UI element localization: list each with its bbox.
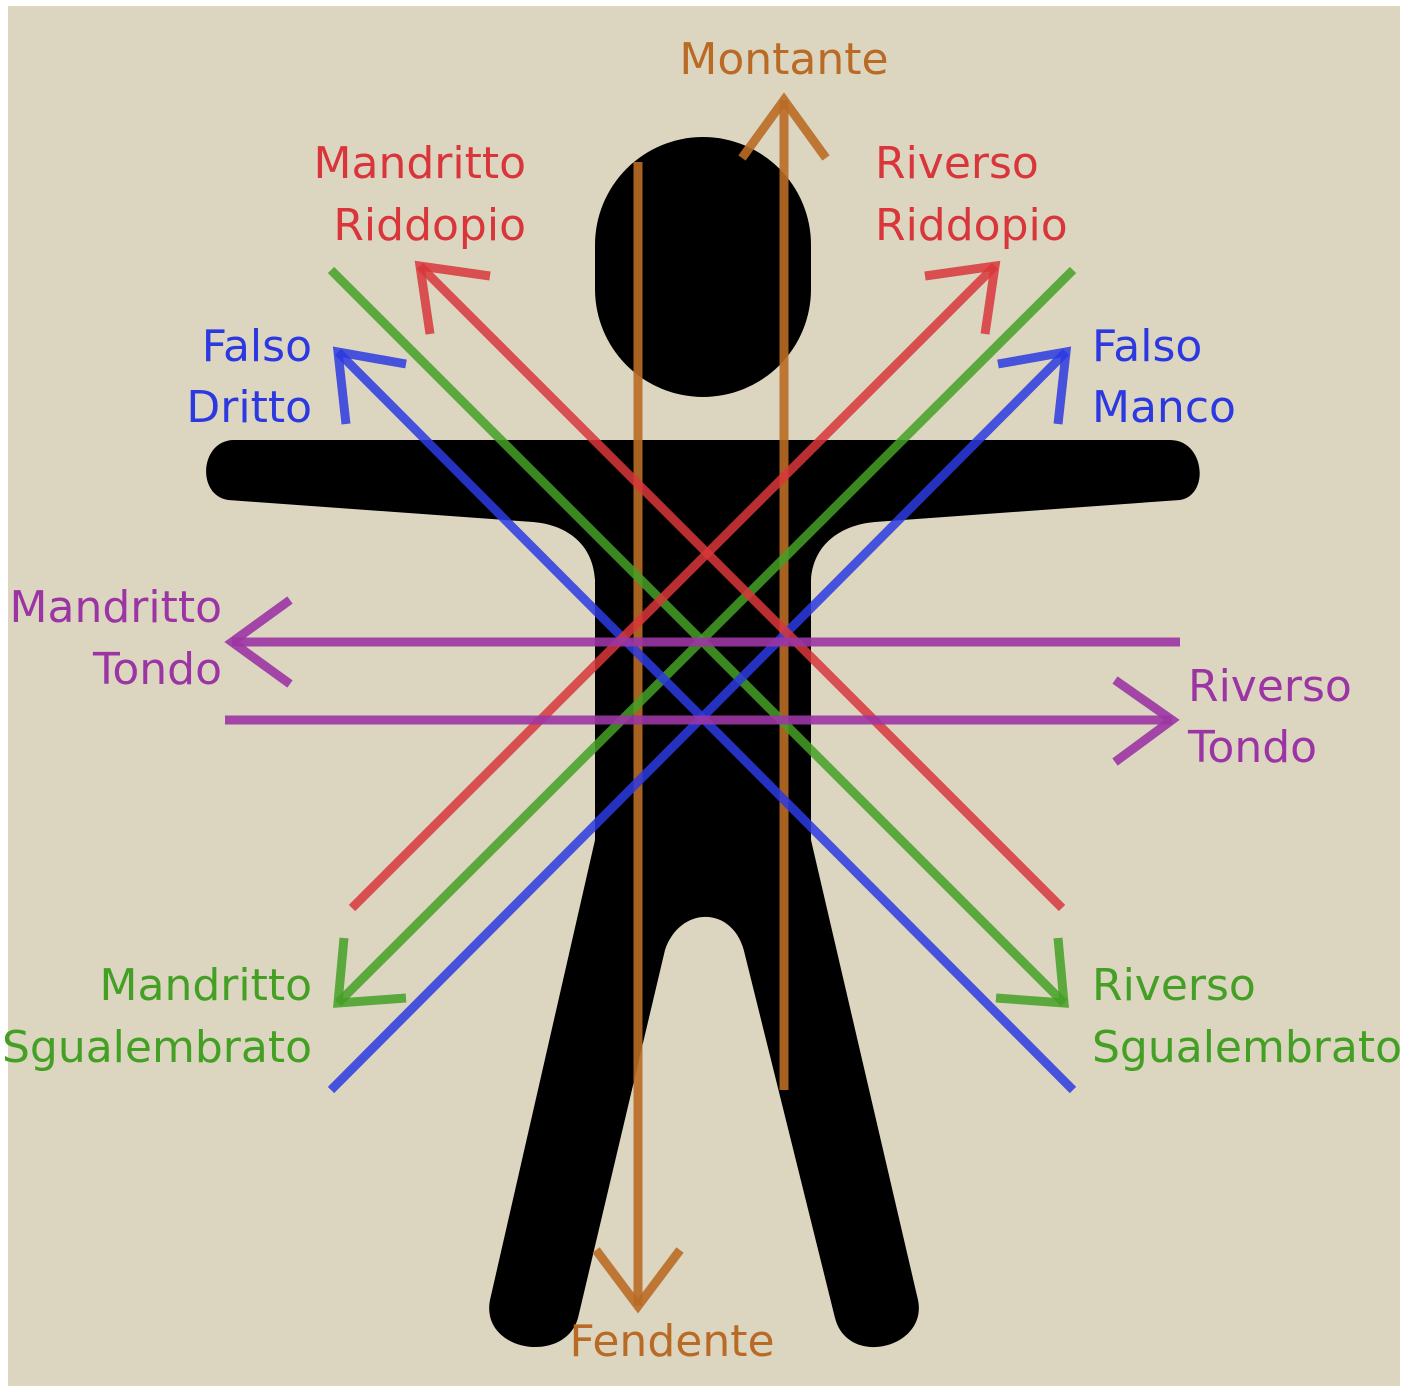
riverso-tondo-label-line2: Tondo: [1187, 722, 1317, 773]
riverso-riddopio-label-line2: Riddopio: [875, 200, 1068, 251]
falso-manco-label-line2: Manco: [1092, 382, 1236, 433]
riverso-riddopio-label-line1: Riverso: [875, 138, 1039, 189]
falso-manco-label-line1: Falso: [1092, 321, 1202, 372]
riverso-sgualembrato-label-line1: Riverso: [1092, 960, 1256, 1011]
figure-head: [595, 137, 811, 397]
mandritto-sgualembrato-label-line2: Sgualembrato: [2, 1022, 312, 1073]
fendente-label: Fendente: [569, 1316, 774, 1367]
mandritto-riddopio-label-line2: Riddopio: [333, 200, 526, 251]
falso-dritto-label-line2: Dritto: [186, 382, 312, 433]
mandritto-sgualembrato-label-line1: Mandritto: [100, 960, 312, 1011]
riverso-sgualembrato-label-line2: Sgualembrato: [1092, 1022, 1402, 1073]
riverso-tondo-label-line1: Riverso: [1188, 661, 1352, 712]
mandritto-tondo-label-line1: Mandritto: [10, 582, 222, 633]
falso-dritto-label-line1: Falso: [202, 321, 312, 372]
mandritto-riddopio-label-line1: Mandritto: [314, 138, 526, 189]
mandritto-tondo-label-line2: Tondo: [92, 644, 222, 695]
montante-label: Montante: [679, 34, 888, 85]
